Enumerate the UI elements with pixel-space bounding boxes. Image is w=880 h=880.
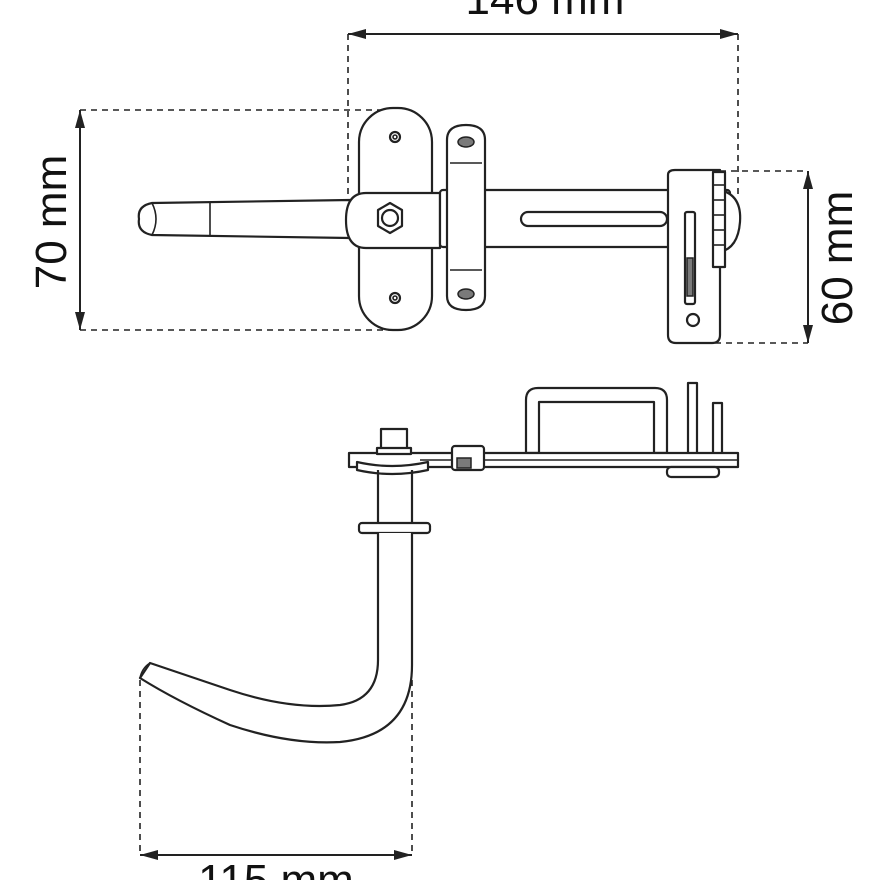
spring-clip bbox=[711, 170, 727, 269]
dimension-height-right: 60 mm bbox=[715, 170, 862, 344]
strap-keeper bbox=[445, 123, 487, 312]
side-nut bbox=[379, 427, 409, 451]
upright-pin-tall bbox=[686, 381, 699, 457]
screw-hole-top bbox=[388, 130, 402, 144]
dimension-height-left: 70 mm bbox=[27, 109, 395, 331]
dimension-width-bottom: 115 mm bbox=[139, 680, 413, 880]
handle-rod bbox=[137, 198, 352, 240]
rod-washer bbox=[357, 521, 432, 535]
screw-hole-bottom bbox=[388, 291, 402, 305]
dimension-width-top: 146 mm bbox=[347, 0, 739, 205]
catch-hole bbox=[685, 312, 701, 328]
dimension-label-height-right: 60 mm bbox=[813, 191, 862, 325]
dimension-label-width-bottom: 115 mm bbox=[198, 856, 354, 880]
foot-washer bbox=[665, 465, 721, 479]
dimension-label-height-left: 70 mm bbox=[27, 155, 76, 289]
latch-side-view bbox=[138, 381, 740, 744]
upright-pin-short bbox=[711, 401, 724, 457]
bracket-loop bbox=[524, 386, 669, 455]
bent-handle-rod bbox=[138, 470, 414, 744]
latch-front-view: 146 mm 70 mm 60 mm bbox=[27, 0, 862, 345]
dimension-label-width-top: 146 mm bbox=[466, 0, 625, 24]
bolt-slot bbox=[519, 210, 669, 228]
